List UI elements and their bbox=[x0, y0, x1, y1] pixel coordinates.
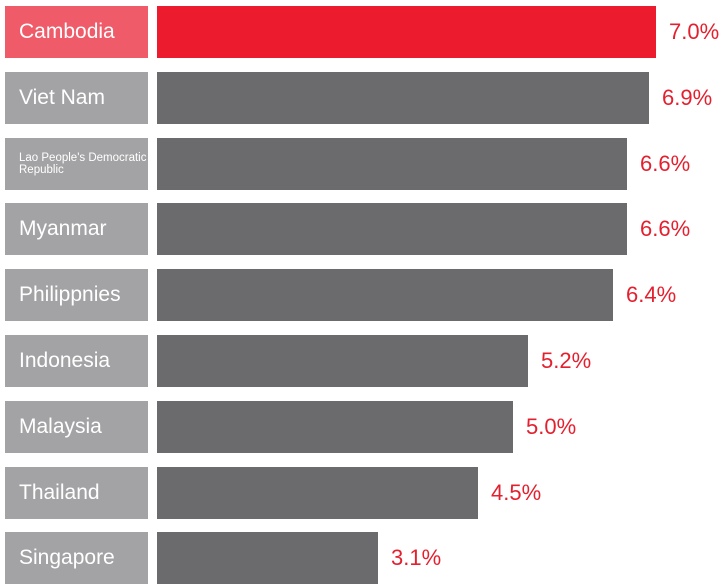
category-label-text: Thailand bbox=[19, 480, 100, 504]
category-label: Cambodia bbox=[5, 6, 148, 58]
bar bbox=[157, 335, 528, 387]
bar bbox=[157, 467, 478, 519]
bar bbox=[157, 269, 613, 321]
category-label-text: Malaysia bbox=[19, 414, 102, 438]
bar bbox=[157, 72, 649, 124]
category-label-text: Viet Nam bbox=[19, 85, 105, 109]
value-label: 5.0% bbox=[526, 414, 577, 439]
category-label-text: Lao People's Democratic Republic bbox=[19, 151, 147, 176]
value-label: 3.1% bbox=[391, 545, 442, 570]
value-label: 4.5% bbox=[491, 480, 542, 505]
category-label-text: Indonesia bbox=[19, 348, 111, 372]
category-label: Malaysia bbox=[5, 401, 148, 453]
bar bbox=[157, 138, 627, 190]
category-label-text: Myanmar bbox=[19, 216, 107, 240]
value-label: 6.6% bbox=[640, 151, 691, 176]
category-label: Philippnies bbox=[5, 269, 148, 321]
bar bbox=[157, 532, 378, 584]
value-label: 7.0% bbox=[669, 19, 720, 44]
category-label-text: Singapore bbox=[19, 545, 115, 569]
category-label-text: Cambodia bbox=[19, 19, 115, 43]
category-label: Indonesia bbox=[5, 335, 148, 387]
bar bbox=[157, 401, 513, 453]
category-label: Thailand bbox=[5, 467, 148, 519]
category-label: Myanmar bbox=[5, 203, 148, 255]
category-label-text: Philippnies bbox=[19, 282, 121, 306]
value-label: 6.6% bbox=[640, 216, 691, 241]
value-label: 6.4% bbox=[626, 282, 677, 307]
value-label: 5.2% bbox=[541, 348, 592, 373]
category-label: Lao People's Democratic Republic bbox=[5, 138, 148, 190]
category-label: Singapore bbox=[5, 532, 148, 584]
category-label: Viet Nam bbox=[5, 72, 148, 124]
bar bbox=[157, 6, 656, 58]
bar bbox=[157, 203, 627, 255]
value-label: 6.9% bbox=[662, 85, 713, 110]
